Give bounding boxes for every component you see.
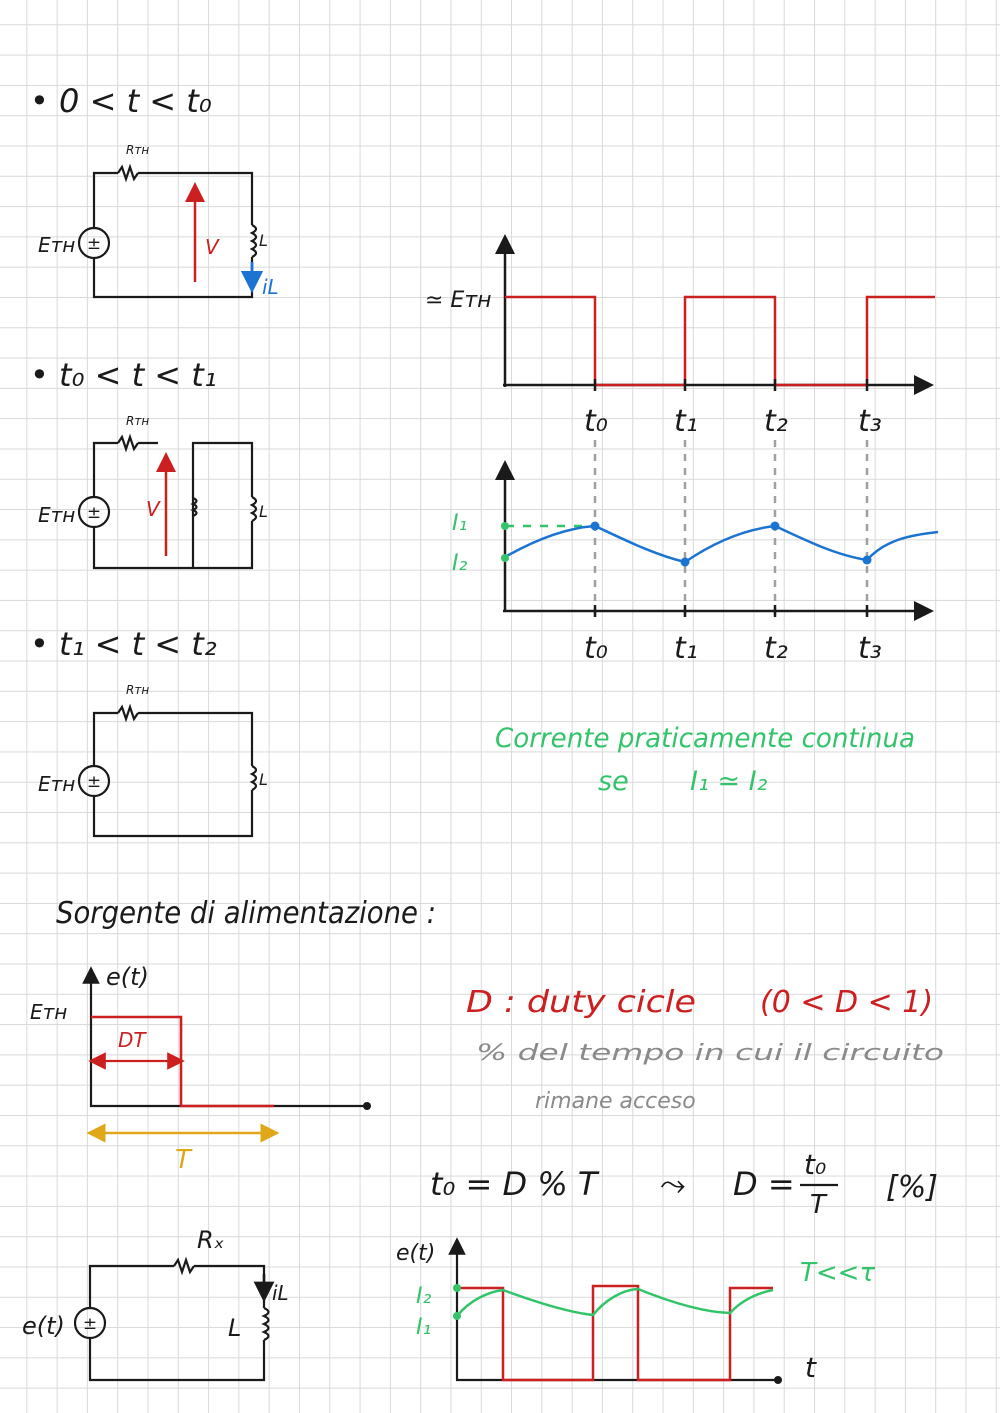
battery-sign-1: ± [87, 234, 101, 254]
time-guides [593, 440, 869, 615]
rth-label-3: Rᴛʜ [126, 683, 149, 697]
l-big-label: L [228, 1314, 241, 1342]
voltage-label-1: V [205, 235, 220, 259]
battery-sign-2: ± [87, 503, 101, 523]
voltage-label-2: V [146, 497, 161, 521]
graph2-t1: t₁ [674, 631, 698, 666]
graph1-y-label: ≃ Eᴛʜ [425, 288, 492, 313]
duty-cycle-label: D : duty cicle [466, 985, 696, 1020]
condition-eq: I₁ ≃ I₂ [690, 766, 768, 797]
formula-arrow: ⤳ [660, 1165, 686, 1203]
section1-label: • 0 < t < t₀ [30, 82, 212, 120]
graph2-t2: t₂ [764, 631, 788, 666]
time-constant-note: T<<τ [800, 1258, 875, 1288]
inductor-label-2: L [259, 502, 268, 521]
rth-label-2: Rᴛʜ [126, 414, 149, 428]
bottom-i1: I₁ [416, 1315, 431, 1340]
section3-label: • t₁ < t < t₂ [30, 625, 217, 663]
circuit-1 [77, 163, 258, 299]
inductor-label-1: L [259, 231, 268, 250]
circuit-3 [77, 703, 258, 838]
graph2-i1: I₁ [452, 511, 467, 536]
formula-right: D = [733, 1165, 795, 1203]
il-label-bottom: iL [272, 1281, 289, 1305]
graph1-t0: t₀ [584, 404, 608, 439]
condition-se: se [598, 766, 629, 797]
graph1-t1: t₁ [674, 404, 698, 439]
current-vertices [590, 521, 872, 567]
bottom-level-dots [453, 1284, 461, 1320]
voltage-square-wave [505, 295, 935, 387]
bottom-y-label: e(t) [396, 1241, 435, 1266]
bottom-x-axis-end [774, 1376, 782, 1384]
current-graph: I₁ I₂ t₀ t₁ t₂ t₃ [452, 460, 939, 666]
graph1-ticks [593, 379, 869, 391]
current-waveform [504, 524, 939, 564]
bottom-t-label: t [805, 1351, 817, 1384]
period-label: T [175, 1145, 193, 1175]
rx-label: Rₓ [197, 1226, 224, 1254]
duty-cycle-range: (0 < D < 1) [760, 985, 933, 1020]
bottom-i2: I₂ [416, 1284, 431, 1309]
rth-label-1: Rᴛʜ [126, 143, 149, 157]
source-y-label: e(t) [106, 963, 149, 991]
eth-label-3: Eᴛʜ [38, 772, 75, 796]
eth-label-2: Eᴛʜ [38, 503, 75, 527]
formula-left: t₀ = D % T [430, 1165, 600, 1203]
inductor-label-3: L [259, 770, 268, 789]
graph1-t3: t₃ [858, 404, 882, 439]
source-level-label: Eᴛʜ [30, 1000, 67, 1024]
graph2-t0: t₀ [584, 631, 608, 666]
continuous-current-note: Corrente praticamente continua [495, 723, 915, 754]
graph1-t2: t₂ [764, 404, 788, 439]
source-heading: Sorgente di alimentazione : [56, 896, 436, 931]
et-source-label: e(t) [22, 1312, 65, 1340]
level-dots [501, 522, 509, 562]
bottom-square-wave [457, 1284, 773, 1382]
bottom-current-wave [456, 1287, 774, 1317]
duty-explain-1: % del tempo in cui il circuito [476, 1041, 944, 1066]
battery-sign-3: ± [87, 772, 101, 792]
graph2-i2: I₂ [452, 551, 467, 576]
formula-den: T [810, 1190, 828, 1220]
duty-explain-2: rimane acceso [535, 1089, 696, 1114]
circuit-2 [77, 433, 258, 570]
section2-label: • t₀ < t < t₁ [30, 356, 217, 394]
current-label-1: iL [262, 275, 279, 299]
source-graph: e(t) Eᴛʜ DT T [30, 963, 371, 1175]
source-x-axis-end [363, 1102, 371, 1110]
graph2-ticks [593, 605, 869, 617]
dt-label: DT [118, 1028, 147, 1052]
formula-unit: [%] [886, 1170, 938, 1205]
graph2-t3: t₃ [858, 631, 882, 666]
formula-num: t₀ [804, 1148, 826, 1181]
battery-sign-bottom: ± [83, 1314, 97, 1334]
bottom-graph: e(t) I₂ I₁ t T<<τ [396, 1237, 875, 1384]
voltage-graph: ≃ Eᴛʜ t₀ t₁ t₂ t₃ [425, 234, 935, 439]
eth-label-1: Eᴛʜ [38, 233, 75, 257]
